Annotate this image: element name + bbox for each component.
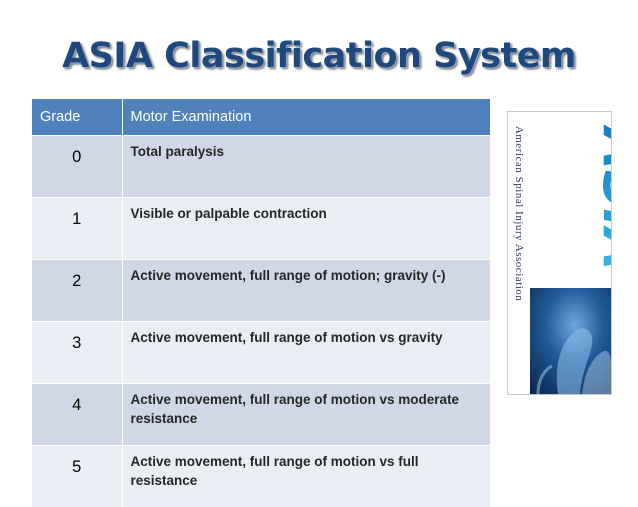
table-row: 3 Active movement, full range of motion … (32, 322, 490, 384)
description-cell: Visible or palpable contraction (122, 198, 490, 260)
grade-column-header: Grade (32, 99, 122, 136)
svg-text:American Spinal Injury Associa: American Spinal Injury Association (513, 126, 525, 301)
slide-title: ASIA Classification System (0, 36, 638, 76)
asia-grade-table: Grade Motor Examination 0 Total paralysi… (32, 99, 490, 507)
motor-exam-column-header: Motor Examination (122, 99, 490, 136)
grade-cell: 4 (32, 384, 122, 446)
asia-logo-graphic: ASIA American Spinal Injury Association (508, 112, 611, 394)
table-row: 4 Active movement, full range of motion … (32, 384, 490, 446)
table-row: 5 Active movement, full range of motion … (32, 446, 490, 507)
grade-cell: 3 (32, 322, 122, 384)
table-row: 2 Active movement, full range of motion;… (32, 260, 490, 322)
grade-cell: 0 (32, 136, 122, 198)
description-cell: Active movement, full range of motion vs… (122, 384, 490, 446)
description-cell: Active movement, full range of motion vs… (122, 322, 490, 384)
table-row: 1 Visible or palpable contraction (32, 198, 490, 260)
grade-cell: 2 (32, 260, 122, 322)
description-cell: Active movement, full range of motion vs… (122, 446, 490, 507)
table-row: 0 Total paralysis (32, 136, 490, 198)
table-header-row: Grade Motor Examination (32, 99, 490, 136)
asia-wordmark: ASIA (591, 124, 611, 271)
org-name-text: American Spinal Injury Association (513, 126, 525, 301)
svg-text:ASIA: ASIA (591, 124, 611, 271)
asia-logo: ASIA American Spinal Injury Association (507, 111, 612, 395)
grade-cell: 5 (32, 446, 122, 507)
description-cell: Active movement, full range of motion; g… (122, 260, 490, 322)
grade-cell: 1 (32, 198, 122, 260)
description-cell: Total paralysis (122, 136, 490, 198)
